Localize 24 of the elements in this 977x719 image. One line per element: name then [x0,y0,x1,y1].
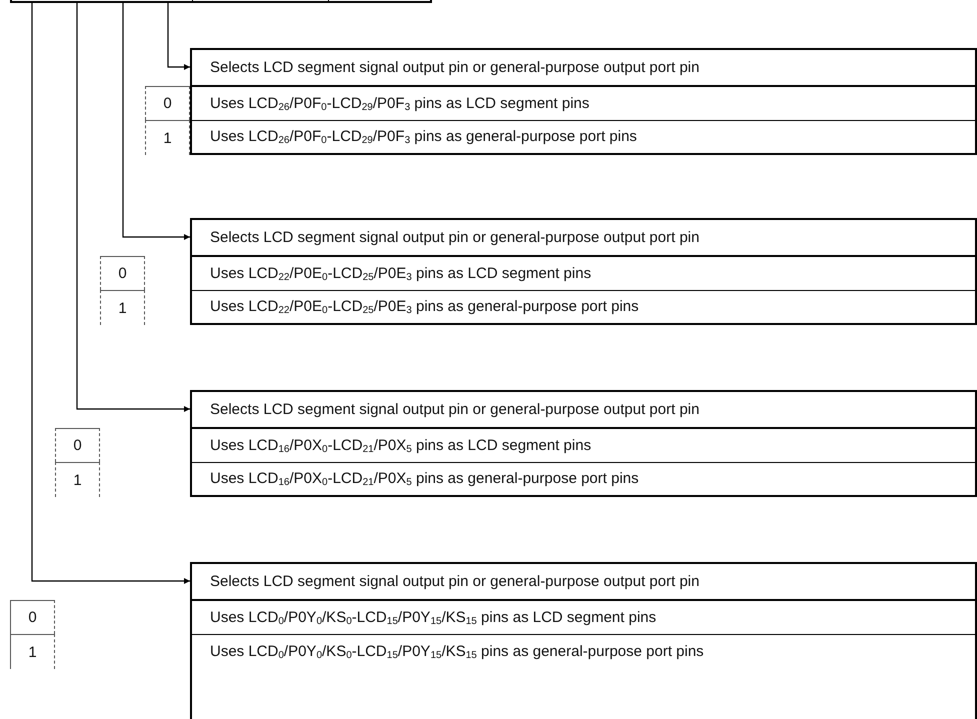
bit-value: 0 [145,86,190,120]
bit-value: 0 [10,600,55,634]
description-row: Selects LCD segment signal output pin or general-purpose output port pin [190,218,977,256]
description-row: Uses LCD$_{0}$/P0Y$_{0}$/KS$_{0}$-LCD$_{15}$/P0Y$_{15}$/KS$_{15}$ pins as general-purpose port pins [190,634,977,719]
bit-value: 0 [55,428,100,462]
description-row: Uses LCD$_{26}$/P0F$_{0}$-LCD$_{29}$/P0F$_{3}$ pins as general-purpose port pins [190,120,977,155]
description-row: Selects LCD segment signal output pin or general-purpose output port pin [190,562,977,600]
arrow [122,3,190,240]
bit-value: 1 [145,120,190,155]
description-row: Uses LCD$_{22}$/P0E$_{0}$-LCD$_{25}$/P0E$_{3}$ pins as LCD segment pins [190,256,977,290]
description-row: Uses LCD$_{22}$/P0E$_{0}$-LCD$_{25}$/P0E$_{3}$ pins as general-purpose port pins [190,290,977,325]
description-row: Uses LCD$_{0}$/P0Y$_{0}$/KS$_{0}$-LCD$_{15}$/P0Y$_{15}$/KS$_{15}$ pins as LCD segment pins [190,600,977,634]
arrow [167,3,190,70]
description-row: Selects LCD segment signal output pin or general-purpose output port pin [190,390,977,428]
description-row: Selects LCD segment signal output pin or general-purpose output port pin [190,48,977,86]
description-row: Uses LCD$_{16}$/P0X$_{0}$-LCD$_{21}$/P0X$_{5}$ pins as general-purpose port pins [190,462,977,497]
description-row: Uses LCD$_{26}$/P0F$_{0}$-LCD$_{29}$/P0F$_{3}$ pins as LCD segment pins [190,86,977,120]
bit-value: 1 [100,290,145,325]
bit-value: 1 [10,634,55,669]
arrow [31,3,190,584]
arrow [76,3,190,412]
bit-value: 1 [55,462,100,497]
bit-value: 0 [100,256,145,290]
description-row: Uses LCD$_{16}$/P0X$_{0}$-LCD$_{21}$/P0X$_{5}$ pins as LCD segment pins [190,428,977,462]
